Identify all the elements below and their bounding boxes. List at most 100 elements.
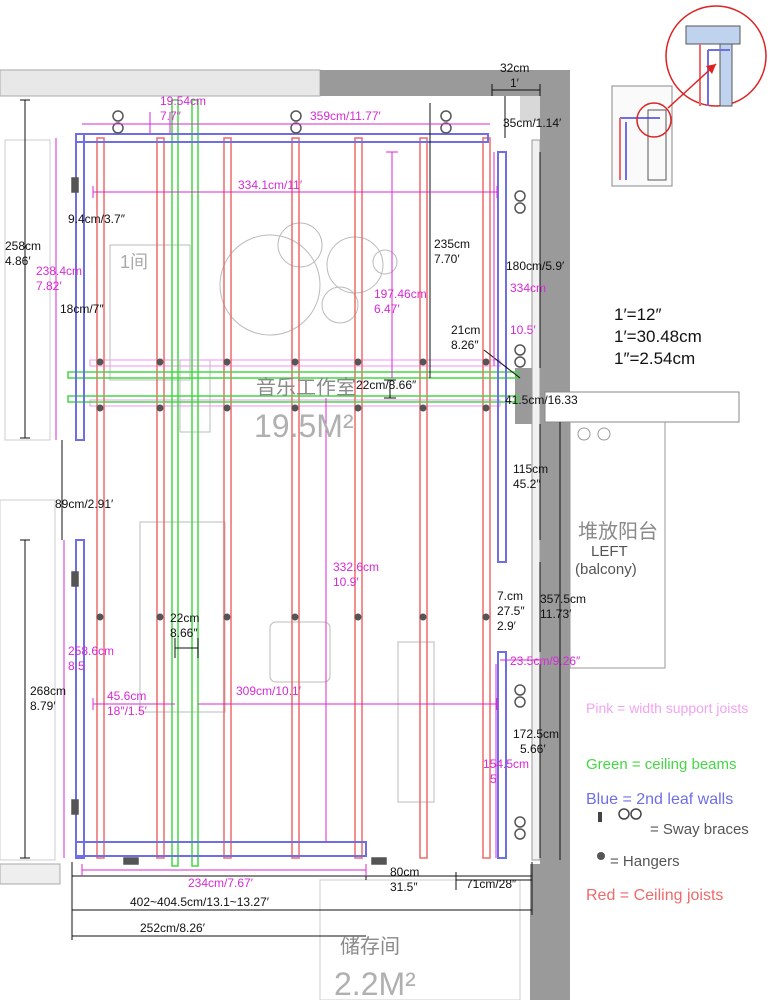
legend-blue: Blue = 2nd leaf walls	[586, 791, 733, 808]
ceiling-joist	[96, 137, 105, 859]
hanger-icon	[223, 613, 231, 621]
blue-wall-bottom	[75, 841, 367, 857]
sway-brace-icon	[290, 110, 302, 134]
legend: Pink = width support joists Green = ceil…	[586, 700, 749, 904]
label-80cm: 80cm	[390, 865, 419, 879]
label-5-66ft: 5.66′	[520, 742, 546, 756]
desk	[397, 641, 435, 803]
blue-wall-right-lower	[497, 651, 507, 859]
ceiling-beam	[191, 99, 199, 867]
dimension-lines	[20, 84, 561, 940]
label-180cm: 180cm/5.9′	[506, 259, 565, 273]
legend-green: Green = ceiling beams	[586, 756, 737, 773]
left-wardrobe	[4, 139, 51, 441]
hanger-icon	[156, 404, 164, 412]
plan-code: 1间	[120, 252, 148, 272]
studio-area: 19.5M²	[254, 408, 354, 444]
unit-conversions: 1′=12″ 1′=30.48cm 1″=2.54cm	[614, 305, 702, 368]
ceiling-joist	[419, 137, 428, 859]
ceiling-beam	[67, 371, 519, 379]
top-wall	[0, 69, 321, 97]
detail-callout-circle	[636, 102, 672, 138]
hanger-icon	[419, 404, 427, 412]
label-11-73ft: 11.73′	[540, 607, 572, 621]
detail-zoom-circle	[665, 5, 767, 107]
balcony-fixture-1	[577, 427, 591, 441]
balcony-en: (balcony)	[575, 561, 637, 578]
label-7-70ft: 7.70′	[434, 252, 460, 266]
dim-21cm-pointer	[483, 349, 521, 379]
label-4-86ft: 4.86′	[5, 254, 31, 268]
studio-name: 音乐工作室	[256, 376, 356, 399]
balcony-name: 堆放阳台	[578, 520, 658, 543]
label-334-1cm: 334.1cm/11′	[238, 178, 303, 192]
label-22cm: 22cm	[170, 611, 199, 625]
sway-brace-block	[71, 799, 79, 815]
label-10-5ft: 10.5′	[510, 323, 536, 337]
label-18in: 18″/1.5′	[107, 704, 148, 718]
label-71cm: 71cm/28″	[466, 877, 517, 891]
black-dimension-labels: 32cm 1′ 35cm/1.14′ 9.4cm/3.7″ 258cm 4.86…	[5, 61, 586, 935]
stair-block	[109, 244, 191, 381]
hanger-icon	[354, 613, 362, 621]
ceiling-beams	[67, 99, 519, 867]
label-258-6cm: 258.6cm	[68, 644, 114, 658]
conversion-ft-in: 1′=12″	[614, 305, 662, 324]
blue-wall-left-upper	[75, 133, 85, 441]
sway-brace-icon	[440, 110, 452, 134]
circle-furniture-5	[372, 249, 398, 275]
sway-braces	[71, 110, 526, 865]
hanger-icon	[419, 358, 427, 366]
bottom-right-wall	[530, 864, 540, 1000]
label-8-79ft: 8.79′	[30, 699, 56, 713]
hanger-icon	[354, 404, 362, 412]
label-258cm: 258cm	[5, 239, 41, 253]
label-9-4cm: 9.4cm/3.7″	[68, 212, 126, 226]
label-234cm: 234cm/7.67′	[188, 876, 254, 890]
sway-brace-block	[371, 857, 387, 865]
label-309cm: 309cm/10.1′	[236, 684, 302, 698]
label-115cm: 115cm	[513, 462, 548, 476]
label-197-46cm: 197.46cm	[374, 287, 427, 301]
blue-wall-right-upper	[497, 151, 507, 563]
balcony-outline	[569, 422, 666, 669]
label-359cm: 359cm/11.77′	[310, 109, 381, 123]
label-45-2in: 45.2″	[513, 477, 541, 491]
legend-hangers: = Hangers	[610, 853, 680, 870]
legend-sway-brace-glyph	[618, 808, 642, 820]
hanger-icon	[354, 358, 362, 366]
label-10-9ft: 10.9′	[333, 575, 359, 589]
label-23-5cm: 23.5cm/9.26″	[510, 654, 581, 668]
ceiling-joist	[223, 137, 232, 859]
hanger-icon	[291, 358, 299, 366]
right-wall-notch	[520, 96, 540, 121]
top-wall-dark	[320, 70, 570, 96]
hanger-icon	[223, 404, 231, 412]
magenta-dimension-labels: 19.54cm 7.7″ 359cm/11.77′ 334.1cm/11′ 23…	[36, 94, 581, 890]
label-32cm: 32cm	[500, 61, 529, 75]
legend-sway: = Sway braces	[650, 821, 749, 838]
hanger-icon	[482, 404, 490, 412]
blue-wall-left-lower	[75, 539, 85, 859]
hanger-icon	[482, 358, 490, 366]
hanger-icon	[291, 404, 299, 412]
label-357-5cm: 357.5cm	[540, 592, 586, 606]
hanger-icon	[482, 613, 490, 621]
sway-brace-icon	[514, 190, 526, 214]
circle-furniture-1	[219, 234, 321, 336]
label-252cm: 252cm/8.26′	[140, 921, 206, 935]
label-7-82ft: 7.82′	[36, 279, 62, 293]
legend-red: Red = Ceiling joists	[586, 887, 723, 904]
label-27-5in: 27.5″	[497, 604, 525, 618]
label-238-4cm: 238.4cm	[36, 264, 82, 278]
detail-arrow-head	[706, 64, 716, 74]
label-172-5cm: 172.5cm	[513, 727, 559, 741]
label-332-6cm: 332.6cm	[333, 560, 379, 574]
label-45-6cm: 45.6cm	[107, 689, 146, 703]
balcony-ledge	[544, 391, 740, 423]
hanger-icon	[419, 613, 427, 621]
label-1ft: 1′	[510, 76, 520, 90]
ceiling-joist	[354, 137, 363, 859]
conversion-in-cm: 1″=2.54cm	[614, 349, 695, 368]
